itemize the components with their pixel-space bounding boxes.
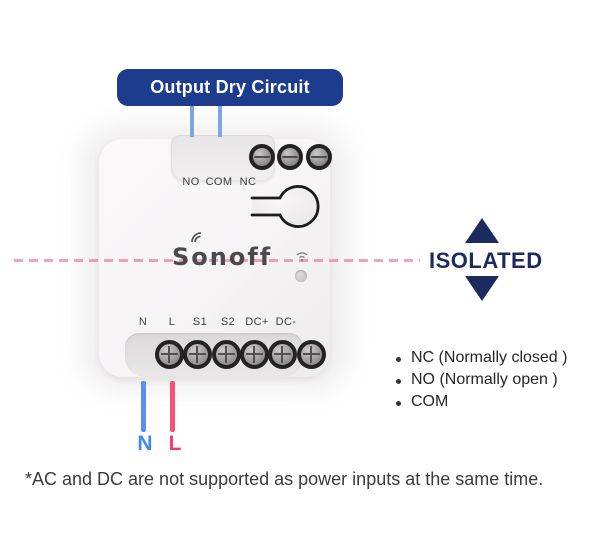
bottom-terminal-block: [125, 333, 326, 377]
terminal-screw-l: [183, 340, 212, 369]
neutral-wire-label: N: [137, 432, 153, 455]
label-terminal-n: N: [138, 316, 148, 328]
connector-line-com: [218, 106, 222, 137]
label-terminal-s1: S1: [192, 316, 208, 328]
arrow-down-icon: [465, 276, 499, 301]
label-terminal-l: L: [168, 316, 176, 328]
arrow-up-icon: [465, 218, 499, 243]
terminal-legend: NC (Normally closed ) NO (Normally open …: [396, 349, 567, 415]
relay-device: [99, 135, 332, 377]
top-terminal-block: [171, 135, 332, 181]
legend-item-nc: NC (Normally closed ): [396, 349, 567, 371]
isolated-label: ISOLATED: [429, 248, 543, 273]
terminal-screw-dcminus: [297, 340, 326, 369]
legend-item-no: NO (Normally open ): [396, 371, 567, 393]
terminal-screw-com: [277, 144, 303, 170]
terminal-screw-dcplus: [268, 340, 297, 369]
footnote: *AC and DC are not supported as power in…: [25, 469, 544, 489]
label-terminal-no: NO: [182, 176, 200, 188]
terminal-screw-s1: [212, 340, 241, 369]
label-terminal-dcminus: DC-: [275, 316, 297, 328]
connector-line-no: [190, 106, 194, 137]
bullet-icon: [396, 401, 401, 406]
terminal-screw-s2: [240, 340, 269, 369]
live-wire: [170, 381, 175, 432]
terminal-screw-nc: [306, 144, 332, 170]
logo-wifi-icon: [191, 232, 202, 243]
label-terminal-s2: S2: [220, 316, 236, 328]
badge-label: Output Dry Circuit: [150, 77, 310, 97]
pairing-button-icon: [250, 185, 320, 228]
output-dry-circuit-badge: Output Dry Circuit: [117, 69, 343, 106]
bullet-icon: [396, 379, 401, 384]
label-terminal-com: COM: [205, 176, 233, 188]
bullet-icon: [396, 357, 401, 362]
led-indicator: [295, 270, 307, 282]
terminal-screw-n: [155, 340, 184, 369]
label-terminal-dcplus: DC+: [245, 316, 269, 328]
terminal-screw-no: [249, 144, 275, 170]
live-wire-label: L: [168, 432, 182, 455]
label-terminal-nc: NC: [239, 176, 257, 188]
status-wifi-icon: [296, 252, 308, 262]
neutral-wire: [141, 381, 146, 432]
sonoff-logo: Sonoff: [172, 243, 273, 271]
legend-item-com: COM: [396, 393, 567, 415]
isolation-dashed-line: [14, 259, 420, 262]
